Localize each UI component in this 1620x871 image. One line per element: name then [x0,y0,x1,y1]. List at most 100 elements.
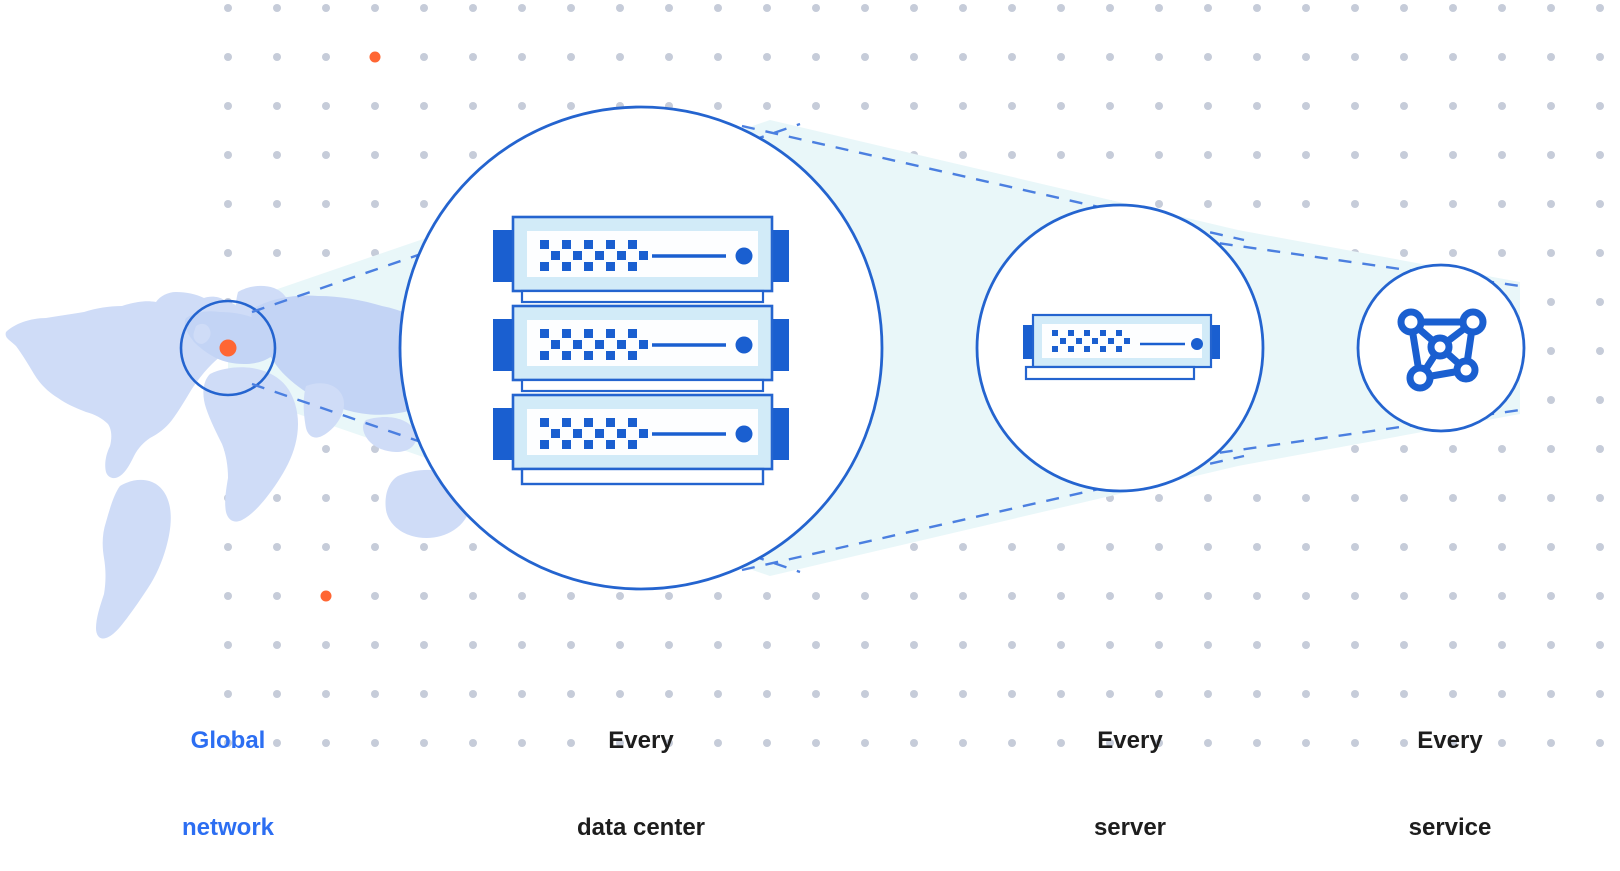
grid-dot [763,739,771,747]
grid-dot [469,53,477,61]
server-unit-3 [493,393,789,471]
graph-node-top-left [1397,308,1425,336]
grid-dot [1253,53,1261,61]
grid-dot [1547,4,1555,12]
grid-dot [812,102,820,110]
grid-dot [616,53,624,61]
grid-dot [665,641,673,649]
grid-dot [1498,641,1506,649]
grid-dot [469,102,477,110]
grid-dot [1498,4,1506,12]
grid-dot [959,151,967,159]
grid-dot [567,641,575,649]
grid-dot [616,592,624,600]
grid-dot [1057,690,1065,698]
grid-dot [1547,494,1555,502]
grid-dot [861,690,869,698]
grid-dot [1106,592,1114,600]
label-global-network: Global network [128,668,328,871]
label-service-line1: Every [1417,727,1483,754]
grid-dot [1155,543,1163,551]
grid-dot [1449,445,1457,453]
grid-dot [714,690,722,698]
grid-dot [1253,543,1261,551]
grid-dot [910,592,918,600]
grid-dot [1057,739,1065,747]
orange-location-dot [219,339,237,357]
grid-dot [1204,151,1212,159]
grid-dot [1302,543,1310,551]
grid-dot [1302,592,1310,600]
grid-dot [1008,543,1016,551]
grid-dot [714,4,722,12]
grid-dot [910,641,918,649]
grid-dot [1302,4,1310,12]
grid-dot [469,592,477,600]
grid-dot [224,249,232,257]
grid-dot [1008,151,1016,159]
grid-dot [1106,102,1114,110]
grid-dot [224,4,232,12]
grid-dot [1547,641,1555,649]
grid-dot [1155,53,1163,61]
grid-dot [420,53,428,61]
grid-dot [1351,102,1359,110]
grid-dot [371,690,379,698]
grid-dot [322,53,330,61]
grid-dot [1400,739,1408,747]
grid-dot [420,102,428,110]
grid-dot [1498,249,1506,257]
grid-dot [812,641,820,649]
grid-dot [1449,641,1457,649]
grid-dot [1596,151,1604,159]
label-data-center: Every data center [521,668,761,871]
grid-dot [1351,739,1359,747]
grid-dot [763,102,771,110]
grid-dot [273,690,281,698]
grid-dot [665,690,673,698]
server-unit-1-leds [540,240,648,271]
grid-dot [420,690,428,698]
grid-dot [322,249,330,257]
grid-dot [1547,592,1555,600]
grid-dot [910,739,918,747]
grid-dot [1498,494,1506,502]
grid-dot [567,592,575,600]
grid-dot [1351,641,1359,649]
grid-dot [959,543,967,551]
grid-dot [420,151,428,159]
grid-dot-orange [369,51,381,63]
grid-dot [1351,4,1359,12]
grid-dot [1547,200,1555,208]
grid-dot [1057,641,1065,649]
grid-dot [763,53,771,61]
grid-dot [1008,641,1016,649]
grid-dot [959,102,967,110]
diagram-svg [5,4,1604,747]
grid-dot [1547,690,1555,698]
grid-dot [1204,739,1212,747]
server-unit-icon [1023,313,1220,381]
grid-dot [224,592,232,600]
grid-dot [1155,200,1163,208]
grid-dot [518,690,526,698]
server-icon-face [1042,324,1202,358]
grid-dot [567,4,575,12]
grid-dot [1302,102,1310,110]
grid-dot [1155,4,1163,12]
grid-dot [1008,739,1016,747]
grid-dot [1449,543,1457,551]
grid-dot [1351,151,1359,159]
graph-node-center [1427,334,1453,360]
graph-node-bottom-left [1406,364,1434,392]
service-stage [1356,263,1526,433]
server-unit-2 [493,304,789,382]
grid-dot [224,102,232,110]
grid-dot [1547,739,1555,747]
grid-dot [714,53,722,61]
grid-dot [861,739,869,747]
grid-dot [224,53,232,61]
grid-dot [1008,592,1016,600]
grid-dot [1057,102,1065,110]
server-unit-3-status-dot [735,425,753,443]
